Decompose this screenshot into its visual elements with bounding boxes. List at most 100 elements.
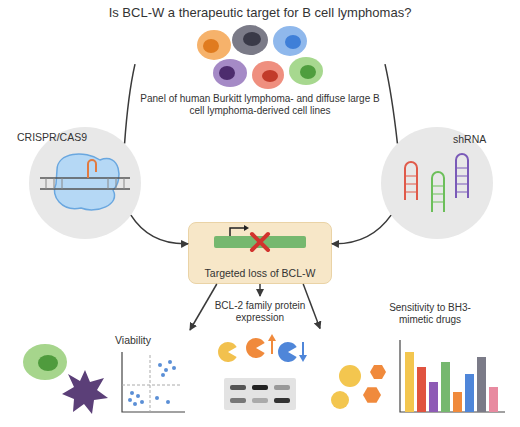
figure-title: Is BCL-W a therapeutic target for B cell… <box>0 5 520 20</box>
readout-group: Sensitivity to BH3-mimetic drugs <box>320 298 510 420</box>
cell-cluster <box>232 25 268 55</box>
cell-cluster <box>213 59 247 87</box>
flow-arrow <box>125 64 135 143</box>
viability-illustration <box>23 344 67 380</box>
viability-illustration <box>158 363 162 367</box>
crispr-illustration <box>40 178 130 189</box>
shrna-illustration <box>405 162 417 200</box>
shrna-illustration <box>432 186 444 202</box>
target-box: Targeted loss of BCL-W <box>188 222 332 284</box>
protein-illustration <box>271 338 273 354</box>
viability-illustration <box>155 396 159 400</box>
shrna-illustration <box>456 154 468 198</box>
gene-knockout <box>252 234 268 250</box>
protein-illustration <box>230 398 246 403</box>
protein-illustration <box>218 334 307 410</box>
protein-illustration <box>230 385 246 390</box>
circle-outline <box>29 127 141 239</box>
drug-illustration <box>465 374 474 412</box>
protein-illustration <box>274 398 290 403</box>
protein-illustration <box>218 342 237 362</box>
drug-illustration <box>453 392 462 412</box>
flow-arrow <box>190 284 217 330</box>
viability-illustration <box>38 355 58 371</box>
cell-cluster <box>197 30 231 60</box>
cell-cluster <box>197 25 323 89</box>
drug-illustration <box>400 340 505 412</box>
drug-illustration <box>417 367 426 412</box>
crispr-illustration <box>88 160 96 178</box>
drug-illustration <box>477 357 486 412</box>
drug-illustration <box>339 365 361 387</box>
viability-illustration <box>140 400 144 404</box>
flow-arrow <box>131 215 188 244</box>
crispr-illustration <box>40 154 130 210</box>
cell-cluster <box>285 35 301 49</box>
protein-illustration <box>302 342 304 358</box>
protein-illustration <box>224 378 296 410</box>
cell-cluster <box>289 57 323 85</box>
shrna-illustration <box>405 176 417 192</box>
drug-illustration <box>331 391 349 409</box>
viability-illustration <box>164 368 168 372</box>
viability-illustration <box>62 370 108 414</box>
gene-knockout <box>214 236 306 248</box>
method-circle: CRISPR/CAS9 <box>29 127 141 239</box>
node-label: shRNA <box>453 133 503 146</box>
method-circle: shRNA <box>381 127 493 239</box>
cell-cluster <box>300 65 316 79</box>
shrna-illustration <box>432 172 444 212</box>
node-label: Panel of human Burkitt lymphoma- and dif… <box>135 93 385 117</box>
viability-illustration <box>161 373 165 377</box>
viability-illustration <box>122 355 182 412</box>
cell-cluster <box>273 26 307 56</box>
gene-knockout <box>230 228 244 236</box>
cell-cluster <box>203 39 219 53</box>
drug-illustration <box>370 365 386 379</box>
node-label: Viability <box>115 334 185 347</box>
viability-illustration <box>23 344 185 414</box>
crispr-illustration <box>54 154 119 210</box>
drug-illustration <box>363 387 381 403</box>
viability-illustration <box>122 352 185 412</box>
viability-illustration <box>168 360 172 364</box>
flow-arrow <box>332 215 391 244</box>
shrna-illustration <box>405 154 468 212</box>
node-label: Sensitivity to BH3-mimetic drugs <box>380 302 480 326</box>
viability-illustration <box>172 366 176 370</box>
flow-arrow <box>259 284 261 296</box>
node-label: BCL-2 family protein expression <box>205 300 315 324</box>
node-label: CRISPR/CAS9 <box>17 131 97 144</box>
viability-illustration <box>128 360 176 406</box>
gene-knockout <box>214 225 306 250</box>
protein-illustration <box>274 385 290 390</box>
flow-arrow <box>303 284 320 329</box>
protein-illustration <box>252 385 268 390</box>
readout-group: BCL-2 family protein expression <box>205 296 315 420</box>
cell-cluster <box>219 66 235 80</box>
shrna-illustration <box>456 168 468 192</box>
viability-illustration <box>166 400 170 404</box>
cell-panel: Panel of human Burkitt lymphoma- and dif… <box>135 25 385 123</box>
gene-knockout <box>244 225 249 231</box>
drug-illustration <box>405 352 414 412</box>
protein-illustration <box>299 355 307 362</box>
drug-illustration <box>429 382 438 412</box>
cell-cluster <box>252 61 284 89</box>
drug-illustration <box>331 340 505 412</box>
viability-illustration <box>130 391 134 395</box>
drug-illustration <box>441 362 450 412</box>
viability-illustration <box>128 398 132 402</box>
node-label: Targeted loss of BCL-W <box>189 267 331 280</box>
cell-cluster <box>262 70 278 82</box>
protein-illustration <box>252 398 268 403</box>
circle-outline <box>29 127 141 239</box>
viability-illustration <box>133 402 137 406</box>
readout-group: Viability <box>15 320 190 420</box>
viability-illustration <box>136 394 140 398</box>
crispr-illustration <box>46 178 124 189</box>
flow-arrow <box>385 64 397 143</box>
protein-illustration <box>278 342 297 362</box>
